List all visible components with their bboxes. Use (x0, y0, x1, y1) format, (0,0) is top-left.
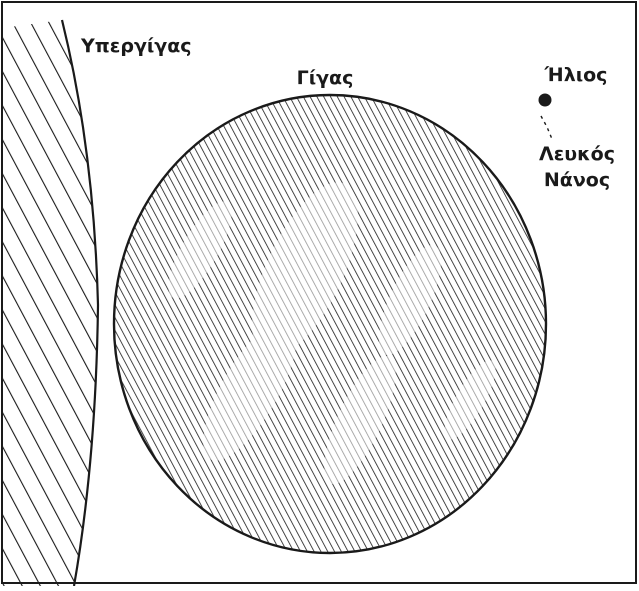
giant-star (114, 95, 546, 553)
label-white-dwarf-line2: Νάνος (544, 169, 610, 191)
white-dwarf-pointer (541, 116, 552, 139)
label-white-dwarf-line1: Λευκός (539, 143, 615, 165)
supergiant-limb (2, 20, 98, 586)
label-supergiant: Υπεργίγας (80, 35, 192, 57)
label-sun: Ήλιος (544, 64, 608, 86)
label-giant: Γίγας (297, 67, 354, 89)
sun-dot (539, 94, 552, 107)
